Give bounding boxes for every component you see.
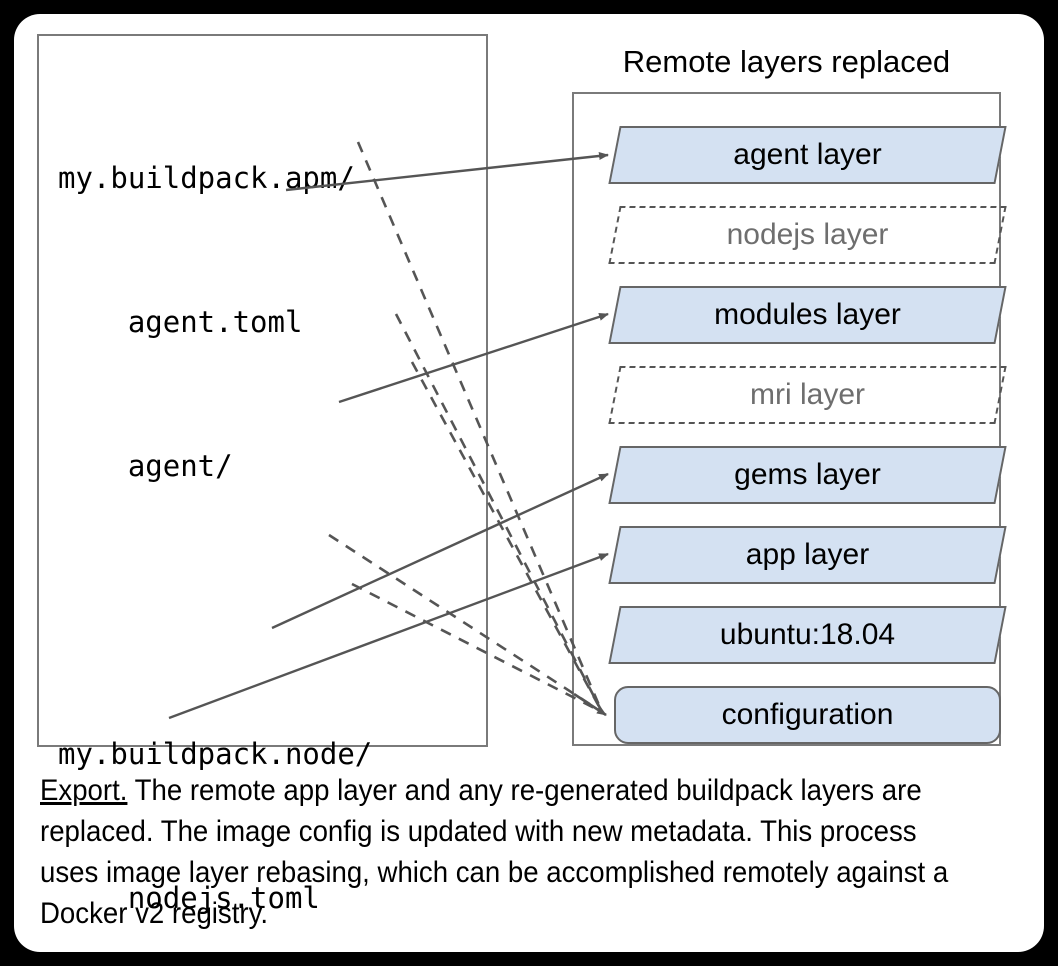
layer-configuration: configuration (614, 686, 1001, 744)
caption-lead: Export. (40, 774, 128, 807)
panel-title-remote-layers: Remote layers replaced (622, 44, 951, 79)
layer-label: ubuntu:18.04 (719, 618, 896, 651)
layer-label: agent layer (733, 138, 882, 171)
layer-app: app layer (608, 526, 1007, 584)
layer-shape (614, 686, 1001, 744)
tree-spacer (58, 586, 372, 634)
diagram-card: Remote layers replaced my.buildpack.apm/… (14, 14, 1044, 952)
caption: Export. The remote app layer and any re-… (40, 770, 960, 934)
tree-line: nodejs.toml (58, 881, 320, 915)
tree-line: my.buildpack.apm/ (58, 161, 355, 195)
tree-line: my.buildpack.node/ (58, 737, 373, 771)
layer-label: configuration (721, 698, 894, 731)
layer-label: nodejs layer (726, 218, 889, 251)
layer-gems: gems layer (608, 446, 1007, 504)
layer-mri: mri layer (608, 366, 1007, 424)
layer-ubuntu: ubuntu:18.04 (608, 606, 1007, 664)
tree-line: agent.toml (58, 305, 303, 339)
layer-label: modules layer (714, 298, 901, 331)
layer-label: app layer (745, 538, 870, 571)
layer-modules: modules layer (608, 286, 1007, 344)
layer-label: mri layer (749, 378, 865, 411)
layer-agent: agent layer (608, 126, 1007, 184)
layer-nodejs: nodejs layer (608, 206, 1007, 264)
caption-body: The remote app layer and any re-generate… (40, 774, 949, 930)
layer-label: gems layer (734, 458, 881, 491)
tree-line: agent/ (58, 449, 233, 483)
